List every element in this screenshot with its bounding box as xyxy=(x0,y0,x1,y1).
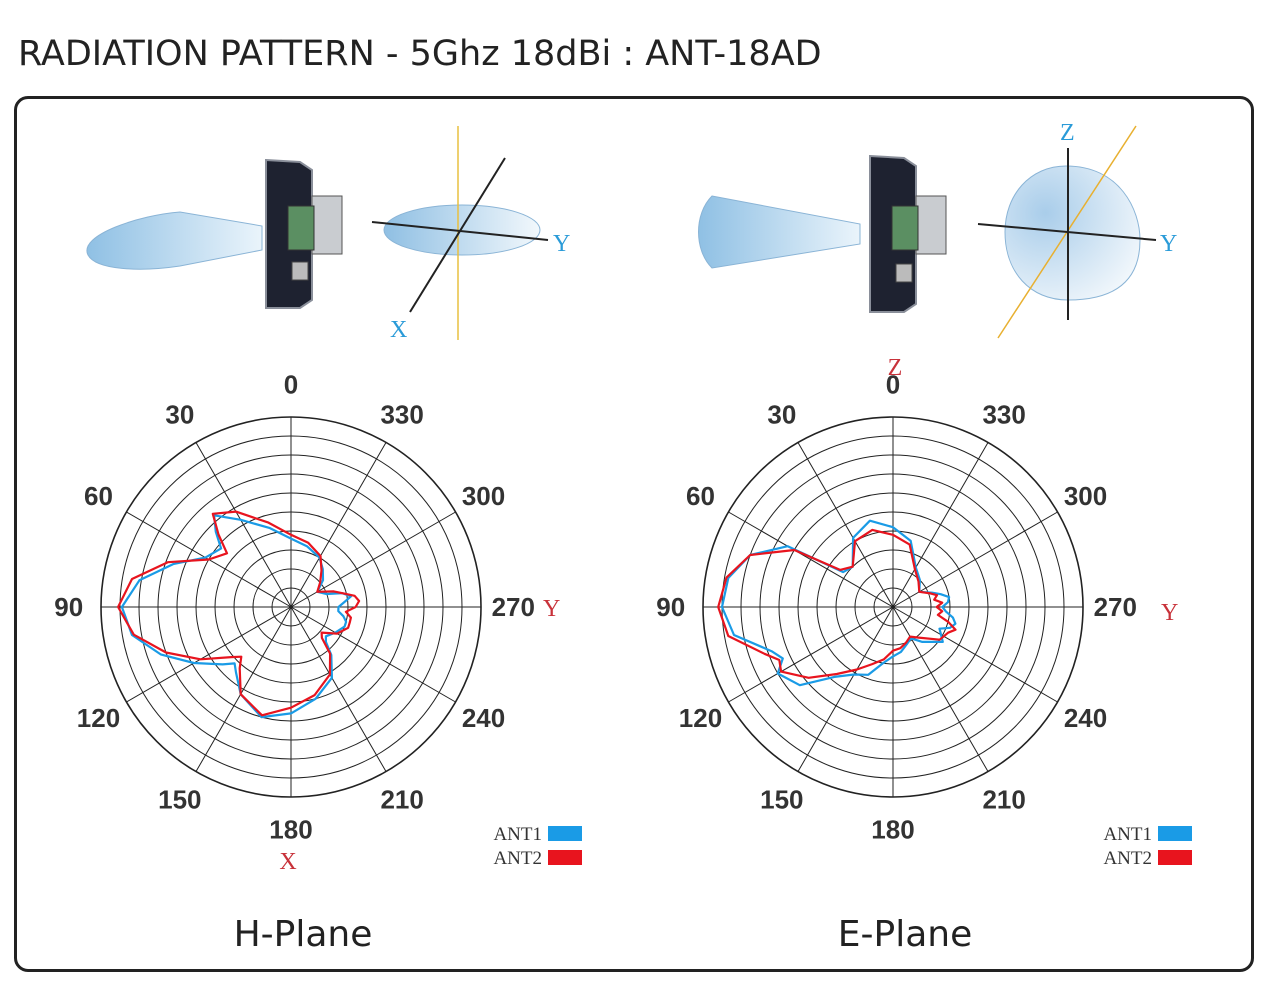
h-angle-label: 180 xyxy=(269,814,312,844)
h-legend-swatch xyxy=(548,826,582,841)
e-plane-polar-chart: 0 30 60 90 120 150 180 210 240 270 300 330 Z Y ANT1ANT… xyxy=(656,355,1192,955)
e-angle-label: 120 xyxy=(679,703,722,733)
e-angle-label: 150 xyxy=(760,785,803,815)
h-plane-label: H-Plane xyxy=(234,914,373,955)
e-series-ant2 xyxy=(717,528,957,679)
h-grid-spoke xyxy=(290,511,456,608)
e-angle-label: 60 xyxy=(686,481,715,511)
e-plane-label: E-Plane xyxy=(838,914,972,955)
h-legend-swatch xyxy=(548,850,582,865)
page-title: RADIATION PATTERN - 5Ghz 18dBi : ANT-18A… xyxy=(18,34,822,74)
h-grid-spoke xyxy=(195,442,292,608)
e-direction-label-right: Y xyxy=(1161,600,1178,626)
h-angle-label: 270 xyxy=(492,592,535,622)
h-antenna-device xyxy=(265,158,343,309)
h-angle-label: 30 xyxy=(165,399,194,429)
h-series-ant1 xyxy=(120,514,352,719)
e-angle-label: 240 xyxy=(1064,703,1107,733)
e-illus-z-label: Z xyxy=(1060,120,1075,146)
e-angle-label: 180 xyxy=(871,814,914,844)
e-grid-spoke xyxy=(797,606,894,772)
h-illus-x-label: X xyxy=(390,317,407,343)
e-angle-label: 270 xyxy=(1094,592,1137,622)
e-grid-spoke xyxy=(728,511,894,608)
h-grid-spoke xyxy=(195,606,292,772)
chart-frame xyxy=(14,96,1254,972)
h-pattern-ellipse xyxy=(383,204,541,256)
e-beam-lobe xyxy=(698,195,861,269)
h-angle-label: 330 xyxy=(380,399,423,429)
e-angle-label: 90 xyxy=(656,592,685,622)
e-angle-label: 210 xyxy=(982,785,1025,815)
h-series-ant2 xyxy=(117,510,361,717)
h-angle-label: 0 xyxy=(284,370,298,400)
e-grid-spoke xyxy=(728,606,894,703)
h-angle-label: 150 xyxy=(158,785,201,815)
e-grid-spoke xyxy=(892,442,989,608)
e-antenna-device xyxy=(869,154,947,313)
h-x-axis-line xyxy=(409,157,506,313)
h-beam-lobe xyxy=(86,211,263,270)
e-grid-spoke xyxy=(797,442,894,608)
h-direction-label-bottom: X xyxy=(279,849,296,875)
h-illus-y-label: Y xyxy=(553,231,570,257)
e-grid-spoke xyxy=(892,606,989,772)
h-legend-label: ANT1 xyxy=(493,824,542,845)
h-direction-label-right: Y xyxy=(543,596,560,622)
h-plane-illustration: Y X xyxy=(86,126,570,343)
h-angle-label: 210 xyxy=(380,785,423,815)
e-angle-label: 0 xyxy=(886,370,900,400)
e-illus-y-label: Y xyxy=(1160,231,1177,257)
h-angle-label: 240 xyxy=(462,703,505,733)
h-angle-label: 120 xyxy=(77,703,120,733)
h-legend-label: ANT2 xyxy=(493,848,542,869)
e-legend-swatch xyxy=(1158,826,1192,841)
h-grid-spoke xyxy=(290,442,387,608)
h-angle-label: 300 xyxy=(462,481,505,511)
h-grid-spoke xyxy=(290,606,456,703)
h-angle-label: 60 xyxy=(84,481,113,511)
h-grid-spoke xyxy=(290,606,387,772)
e-y-axis-line xyxy=(977,223,1157,241)
e-plane-illustration: Z Y xyxy=(698,120,1177,339)
e-legend-label: ANT1 xyxy=(1103,824,1152,845)
e-grid-spoke xyxy=(892,606,1058,703)
e-legend-swatch xyxy=(1158,850,1192,865)
e-angle-label: 330 xyxy=(982,399,1025,429)
e-legend-label: ANT2 xyxy=(1103,848,1152,869)
e-direction-label-top: Z xyxy=(888,355,903,381)
e-grid-spoke xyxy=(892,511,1058,608)
h-grid-spoke xyxy=(126,606,292,703)
e-angle-label: 30 xyxy=(767,399,796,429)
h-angle-label: 90 xyxy=(54,592,83,622)
e-angle-label: 300 xyxy=(1064,481,1107,511)
